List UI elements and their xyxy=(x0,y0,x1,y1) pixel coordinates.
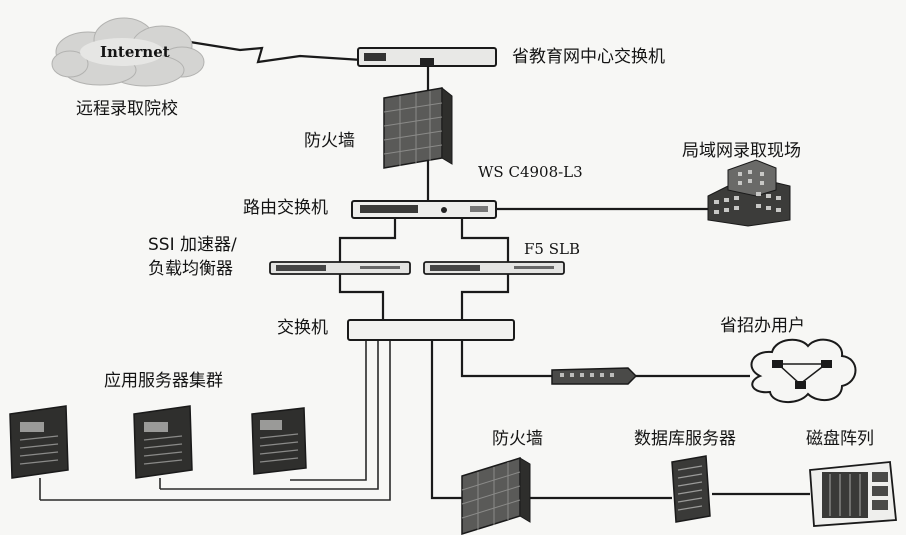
disk-array-label: 磁盘阵列 xyxy=(806,430,874,450)
links-app-servers xyxy=(40,340,390,500)
link-switch-hub xyxy=(462,340,552,376)
ssl-accelerator-label: SSI 加速器/ xyxy=(148,236,237,256)
center-switch-icon xyxy=(358,48,496,66)
app-cluster-label: 应用服务器集群 xyxy=(104,372,223,392)
f5-slb-icon xyxy=(424,262,564,274)
firewall-top-icon xyxy=(384,88,452,168)
ssl-load-balancer-icon xyxy=(270,262,410,274)
admissions-user-cloud-icon xyxy=(751,340,855,402)
link-f5-switch xyxy=(462,274,508,320)
app-server-2-icon xyxy=(134,406,192,478)
app-server-3-icon xyxy=(252,408,306,474)
db-server-icon xyxy=(672,456,710,522)
link-ssl-switch xyxy=(340,274,383,320)
switch-label: 交换机 xyxy=(277,319,328,339)
link-router-ssl xyxy=(340,218,395,262)
db-server-label: 数据库服务器 xyxy=(634,430,736,450)
firewall-bottom-icon xyxy=(462,458,530,534)
router-switch-label: 路由交换机 xyxy=(243,199,328,219)
province-edu-switch-label: 省教育网中心交换机 xyxy=(512,48,665,68)
admissions-user-label: 省招办用户 xyxy=(720,317,805,337)
hub-icon xyxy=(552,368,636,384)
ws-model-label: WS C4908-L3 xyxy=(478,164,583,181)
internet-link xyxy=(190,42,362,62)
firewall-top-label: 防火墙 xyxy=(304,132,355,152)
disk-array-icon xyxy=(810,462,896,526)
lan-site-label: 局域网录取现场 xyxy=(682,142,801,162)
link-router-f5 xyxy=(462,218,508,262)
switch-icon xyxy=(348,320,514,340)
lan-site-icon xyxy=(708,160,790,226)
router-switch-icon xyxy=(352,201,496,218)
app-server-1-icon xyxy=(10,406,68,478)
internet-label: Internet xyxy=(100,44,170,61)
load-balancer-label: 负载均衡器 xyxy=(148,260,233,280)
remote-school-label: 远程录取院校 xyxy=(76,100,178,120)
link-switch-firewall xyxy=(432,340,470,498)
firewall-bottom-label: 防火墙 xyxy=(492,430,543,450)
f5-slb-label: F5 SLB xyxy=(524,241,580,258)
link-switch-server1 xyxy=(40,340,390,500)
